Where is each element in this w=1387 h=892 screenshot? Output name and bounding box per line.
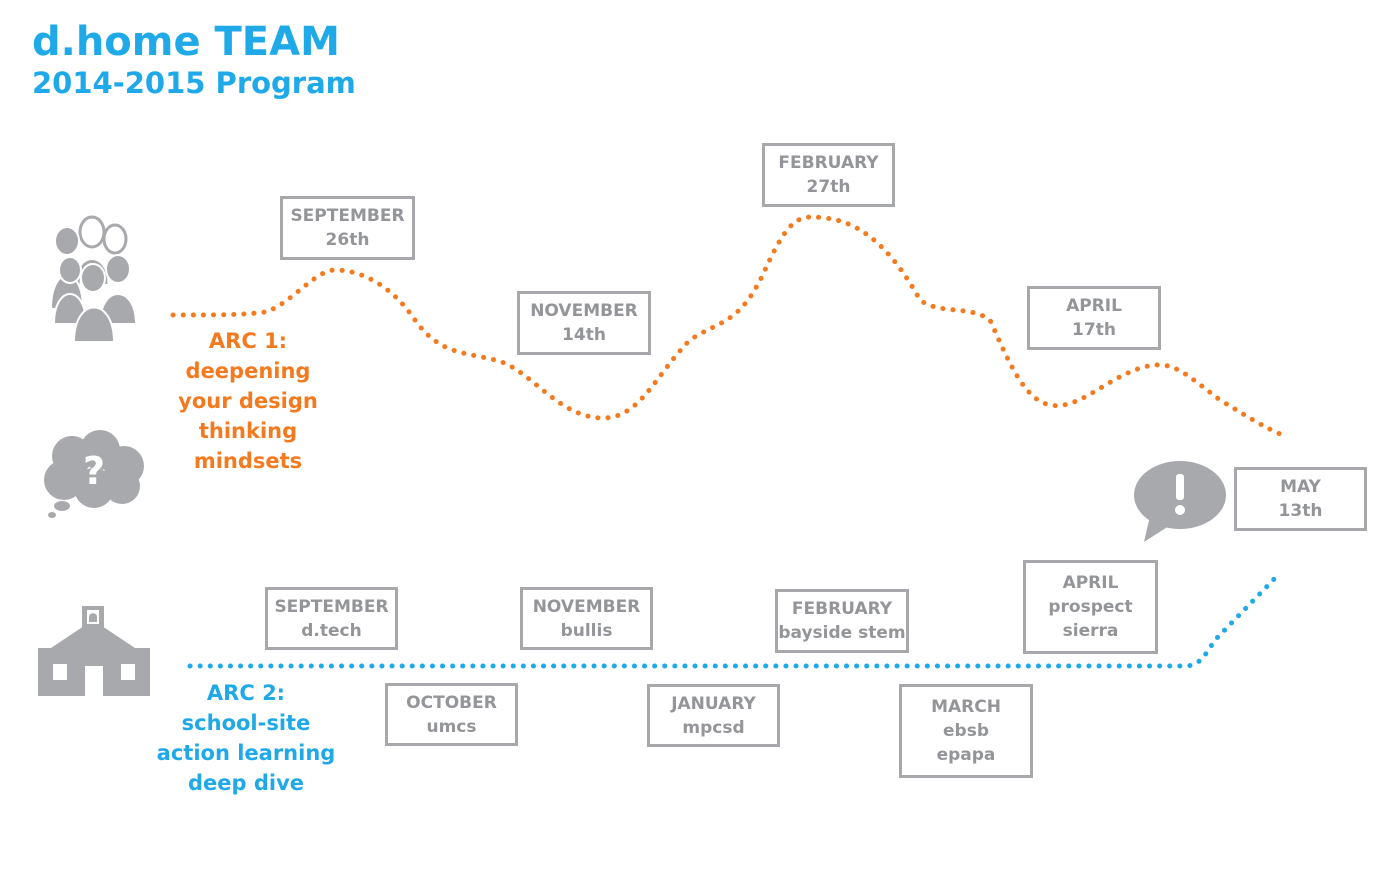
arc2-session-box: SEPTEMBER d.tech — [265, 587, 398, 650]
session-month: FEBRUARY — [791, 599, 893, 619]
session-site: umcs — [426, 716, 477, 737]
exclamation-speech-bubble-icon — [1134, 461, 1226, 542]
arc2-label-line: ARC 2: — [206, 681, 286, 705]
people-group-icon — [49, 215, 138, 343]
session-site: prospect — [1048, 597, 1133, 617]
session-site: ebsb — [943, 721, 989, 741]
session-date: 26th — [325, 230, 370, 250]
question-thought-bubble-icon: ? — [44, 430, 144, 518]
arc2-session-box: OCTOBER umcs — [385, 683, 518, 746]
svg-text:?: ? — [83, 449, 105, 493]
arc1-label-line: deepening — [185, 359, 311, 383]
session-date: 14th — [562, 325, 606, 345]
session-month: MARCH — [931, 697, 1001, 717]
session-site: bullis — [560, 620, 613, 641]
session-month: OCTOBER — [406, 692, 497, 713]
arc1-label-line: thinking — [198, 419, 298, 443]
session-site: bayside stem — [778, 623, 906, 643]
session-site: epapa — [936, 745, 996, 765]
session-date: 17th — [1072, 320, 1116, 340]
arc1-label-line: ARC 1: — [208, 329, 288, 353]
arc1-session-box: FEBRUARY 27th — [762, 143, 895, 207]
session-month: SEPTEMBER — [274, 596, 389, 617]
session-site: d.tech — [301, 620, 362, 641]
arc1-session-box: APRIL 17th — [1027, 286, 1161, 350]
arc1-label-line: your design — [178, 389, 318, 413]
session-date: 13th — [1278, 501, 1323, 521]
page-subtitle: 2014-2015 Program — [32, 66, 356, 100]
arc2-label-line: deep dive — [187, 771, 305, 795]
session-month: JANUARY — [671, 693, 756, 714]
arc2-session-box: NOVEMBER bullis — [520, 587, 653, 650]
arc2-label: ARC 2: school-site action learning deep … — [156, 678, 336, 798]
session-month: SEPTEMBER — [290, 206, 405, 226]
arc1-session-box: NOVEMBER 14th — [517, 291, 651, 355]
arc1-session-box: MAY 13th — [1234, 467, 1367, 531]
schoolhouse-icon — [38, 606, 150, 696]
arc2-label-line: school-site — [181, 711, 311, 735]
arc2-session-box: JANUARY mpcsd — [647, 684, 780, 747]
arc1-curve — [170, 214, 1283, 437]
session-month: APRIL — [1062, 573, 1119, 593]
arc2-session-box: APRIL prospect sierra — [1023, 560, 1158, 654]
session-site: sierra — [1062, 621, 1119, 641]
session-month: NOVEMBER — [532, 596, 641, 617]
arc2-session-box: FEBRUARY bayside stem — [775, 589, 909, 653]
arc1-label-line: mindsets — [193, 449, 303, 473]
session-month: APRIL — [1066, 296, 1122, 316]
session-date: 27th — [806, 177, 851, 197]
session-month: MAY — [1280, 477, 1321, 497]
session-month: NOVEMBER — [530, 301, 638, 321]
session-site: mpcsd — [682, 717, 745, 738]
page-title: d.home TEAM — [32, 19, 340, 65]
session-month: FEBRUARY — [778, 153, 879, 173]
arc2-label-line: action learning — [156, 741, 336, 765]
arc1-label: ARC 1: deepening your design thinking mi… — [168, 326, 328, 476]
arc2-session-box: MARCH ebsb epapa — [899, 684, 1033, 778]
arc1-session-box: SEPTEMBER 26th — [280, 196, 415, 260]
